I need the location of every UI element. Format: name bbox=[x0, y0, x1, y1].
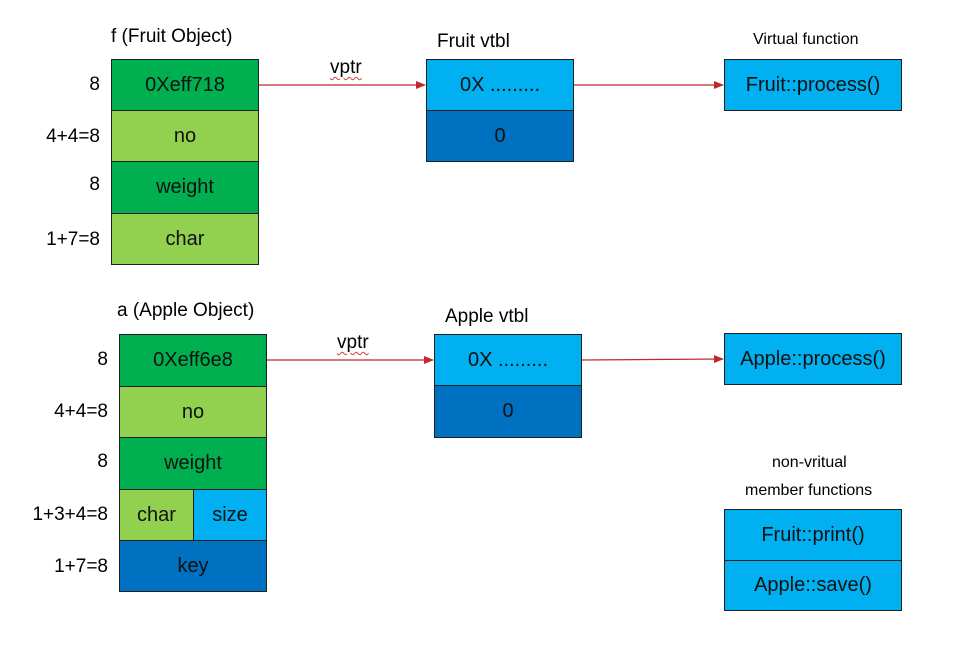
apple-vptr-label: vptr bbox=[337, 332, 369, 353]
apple-vtbl-terminator-cell: 0 bbox=[434, 385, 582, 438]
fruit-vtbl-entry-cell: 0X ......... bbox=[426, 59, 574, 111]
apple-row-size-label: 8 bbox=[97, 451, 108, 472]
apple-vptr-cell: 0Xeff6e8 bbox=[119, 334, 267, 387]
fruit-process-box: Fruit::process() bbox=[724, 59, 902, 111]
fruit-row-size-label: 8 bbox=[89, 174, 100, 195]
fruit-object-title: f (Fruit Object) bbox=[111, 26, 233, 47]
fruit-vtbl-terminator-cell: 0 bbox=[426, 110, 574, 162]
apple-process-box: Apple::process() bbox=[724, 333, 902, 385]
apple-row-size-label: 4+4=8 bbox=[54, 401, 108, 422]
fruit-vtbl-title-text: Fruit vtbl bbox=[437, 31, 510, 52]
non-virtual-title-line1: non-vritual bbox=[772, 454, 847, 472]
fruit-row-size-label: 1+7=8 bbox=[46, 229, 100, 250]
apple-weight-cell: weight bbox=[119, 437, 267, 490]
fruit-vptr-label: vptr bbox=[330, 57, 362, 78]
non-virtual-title-line2: member functions bbox=[745, 482, 873, 499]
virtual-function-title: Virtual function bbox=[753, 31, 859, 48]
apple-row-size-label: 8 bbox=[97, 349, 108, 370]
fruit-vtbl-title: Fruit vtbl bbox=[437, 31, 510, 53]
fruit-row-size-label: 8 bbox=[89, 74, 100, 95]
apple-key-cell: key bbox=[119, 540, 267, 592]
apple-row-size-label: 1+7=8 bbox=[54, 556, 108, 577]
apple-save-box: Apple::save() bbox=[724, 560, 902, 611]
apple-vtbl-title-text: Apple vtbl bbox=[445, 306, 529, 327]
apple-vtbl-to-process-arrow bbox=[581, 355, 724, 364]
fruit-char-cell: char bbox=[111, 213, 259, 265]
apple-vtbl-title: Apple vtbl bbox=[445, 306, 528, 328]
apple-row-size-label: 1+3+4=8 bbox=[32, 504, 108, 525]
apple-object-title: a (Apple Object) bbox=[117, 300, 255, 321]
apple-vtbl-entry-cell: 0X ......... bbox=[434, 334, 582, 386]
non-virtual-title-text: non-vritual bbox=[772, 454, 847, 471]
apple-size-cell: size bbox=[193, 489, 267, 541]
fruit-no-cell: no bbox=[111, 110, 259, 162]
fruit-print-box: Fruit::print() bbox=[724, 509, 902, 561]
fruit-vptr-cell: 0Xeff718 bbox=[111, 59, 259, 111]
fruit-row-size-label: 4+4=8 bbox=[46, 126, 100, 147]
apple-char-cell: char bbox=[119, 489, 194, 541]
